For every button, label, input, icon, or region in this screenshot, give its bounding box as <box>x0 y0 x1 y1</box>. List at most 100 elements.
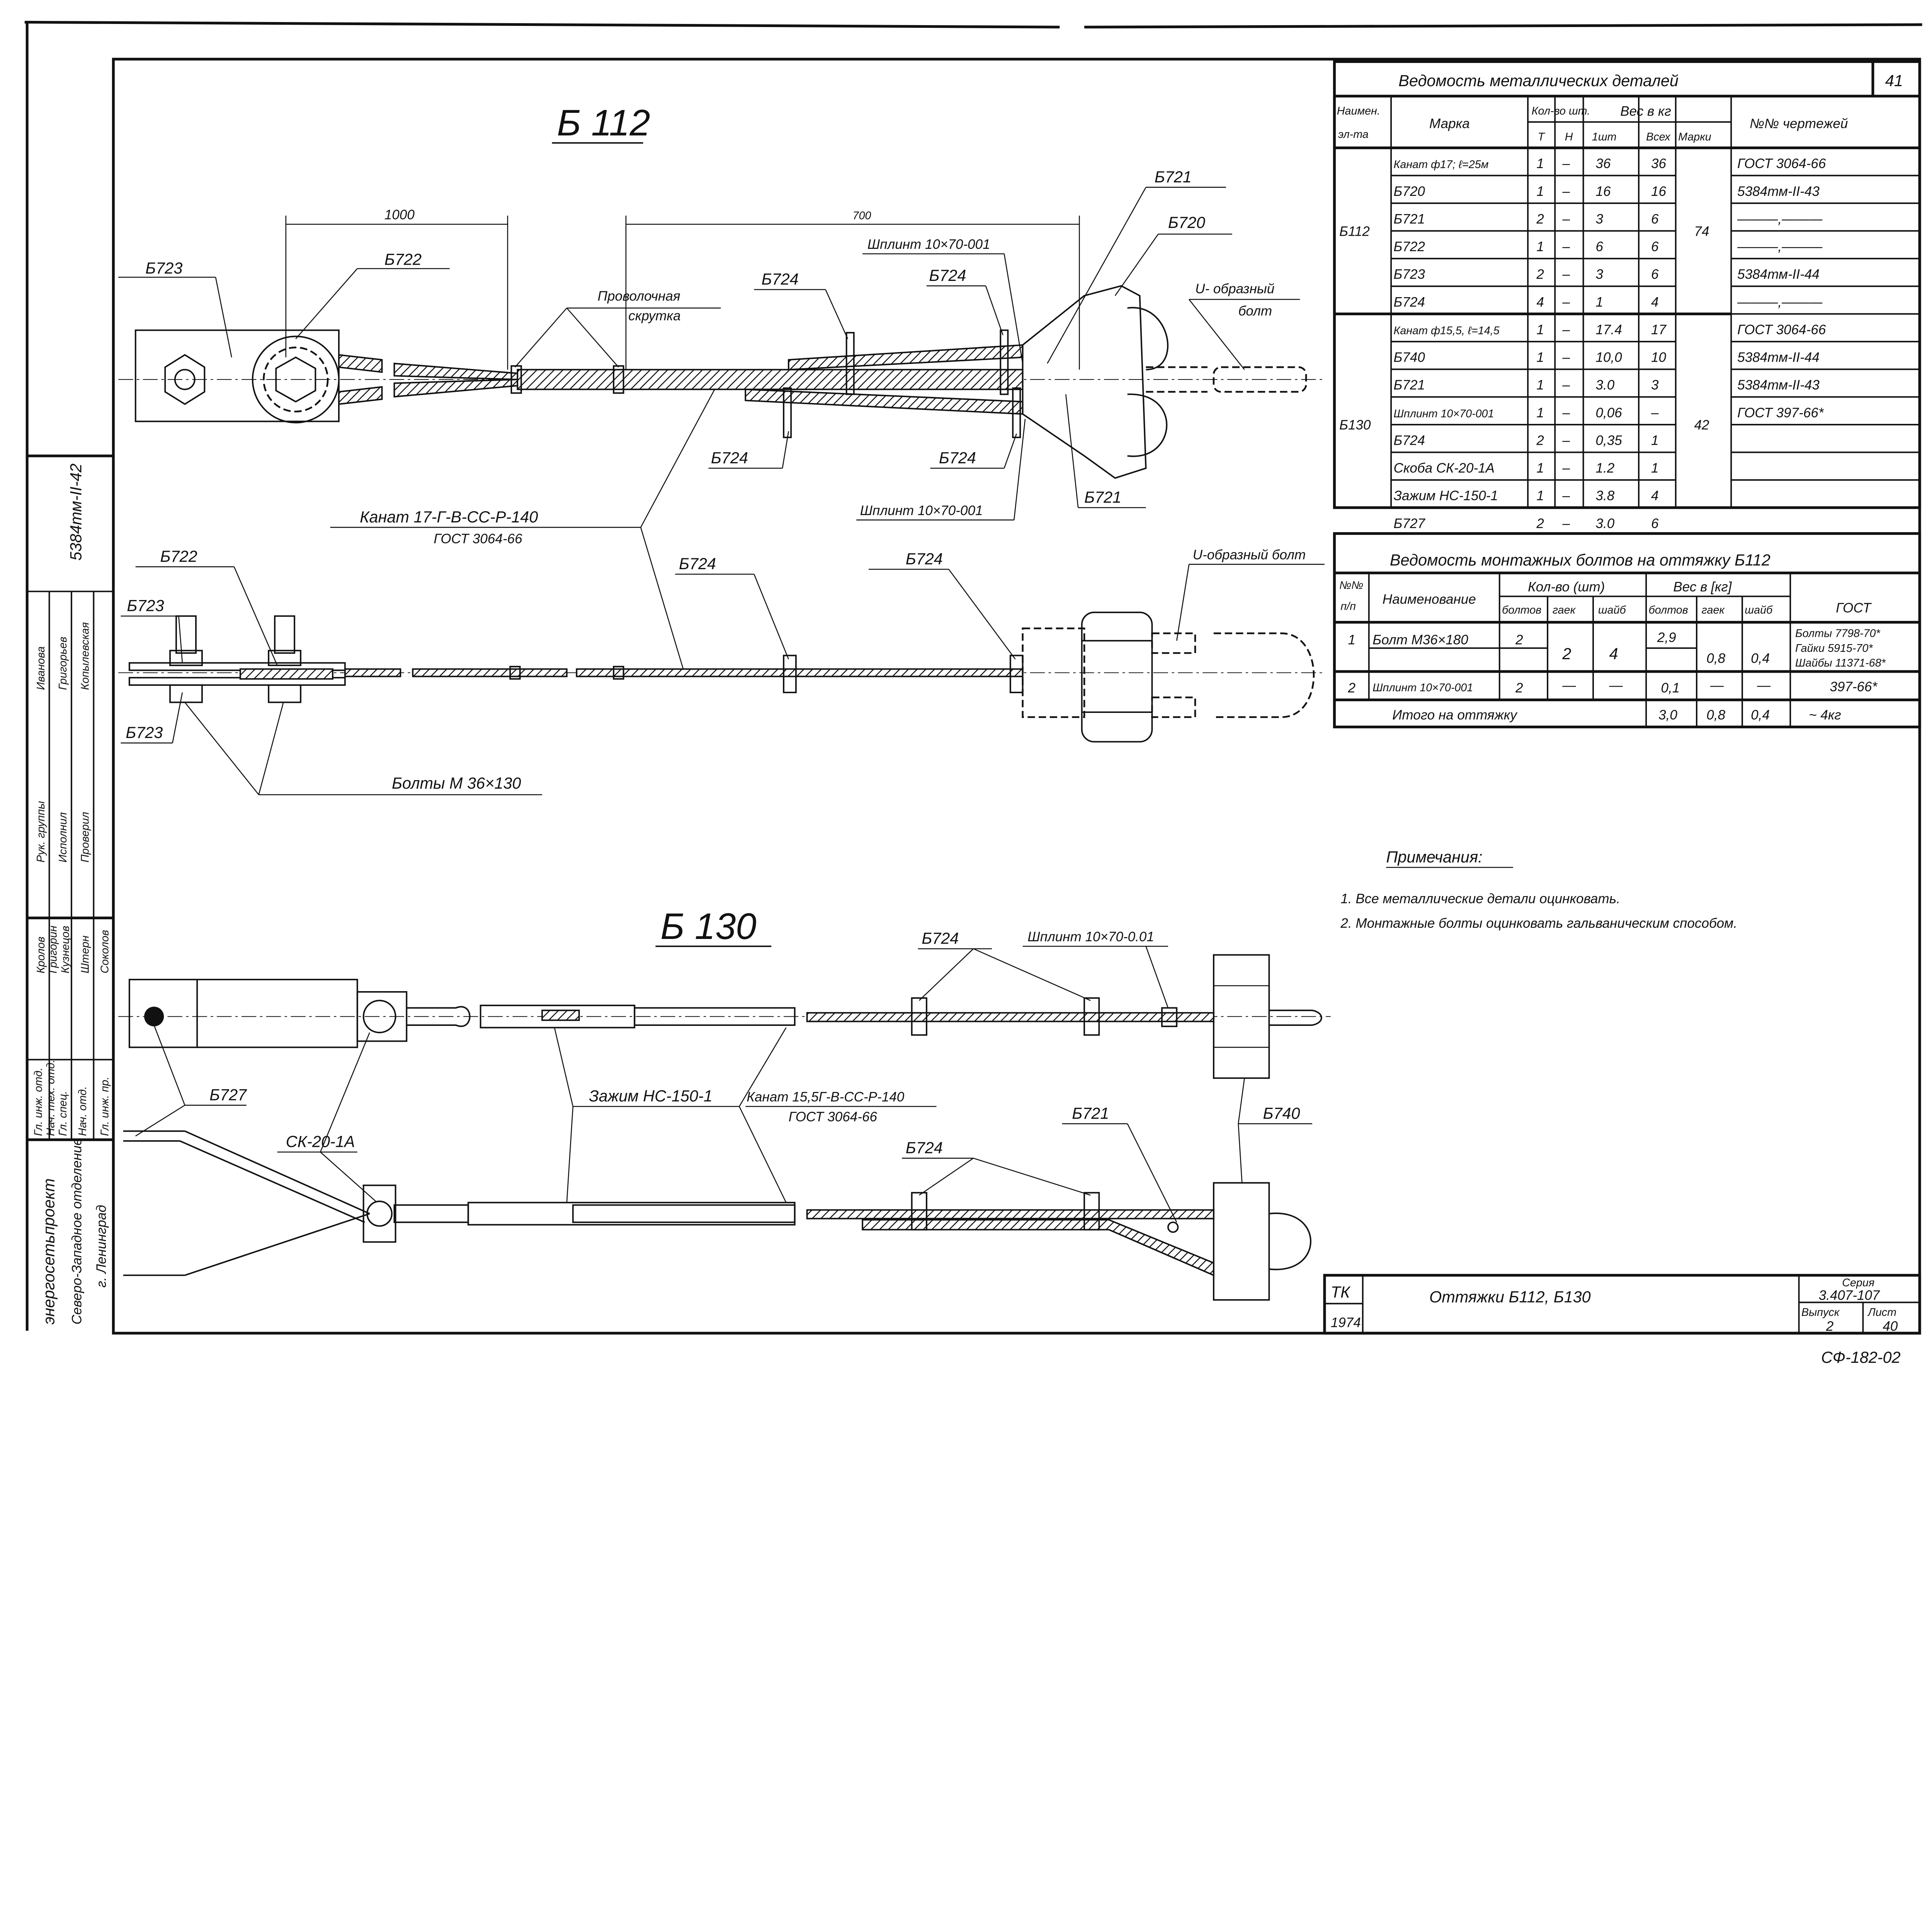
dimension-700: 700 <box>853 210 871 222</box>
cell-mark: Канат ф15,5, ℓ=14,5 <box>1394 325 1500 337</box>
stamp-name: Григорьев <box>57 637 69 690</box>
label-b724: Б724 <box>679 554 716 573</box>
clamp-b724 <box>1012 387 1021 438</box>
cell-qty-n: – <box>1562 322 1570 337</box>
cell-qty-bolts: 2 <box>1515 680 1523 696</box>
label-bolts: Болты М 36×130 <box>392 774 521 792</box>
header-weight: Вес в кг <box>1620 104 1671 119</box>
bolts-table: Ведомость монтажных болтов на оттяжку Б1… <box>1333 532 1921 728</box>
plate-b723 <box>134 329 340 422</box>
label-b723: Б723 <box>126 723 163 742</box>
series-label: Серия <box>1842 1277 1874 1289</box>
header-name: Наименование <box>1383 592 1476 607</box>
cell-weight-one: 3 <box>1595 267 1603 282</box>
sheet-label: Лист <box>1867 1306 1896 1319</box>
header-qty-bolts: болтов <box>1502 604 1541 616</box>
total-bolts: 3,0 <box>1658 707 1677 723</box>
label-b724: Б724 <box>906 549 943 568</box>
header-weight-all: Всех <box>1646 131 1671 143</box>
stamp-approvals-top: Рук. группы Исполнил Проверил Иванова Гр… <box>35 622 92 862</box>
stamp-name: Соколов <box>99 930 111 973</box>
label-cotter: Шплинт 10×70-001 <box>867 237 990 252</box>
clamp-b724 <box>845 332 855 395</box>
bolt-m36 <box>175 615 197 654</box>
label-b740: Б740 <box>1263 1104 1300 1122</box>
cell-mark: Б721 <box>1394 211 1425 226</box>
cell-qty-n: – <box>1562 184 1570 199</box>
cell-weight-one: 3 <box>1595 211 1603 226</box>
clamp-ns150 <box>467 1202 796 1226</box>
cell-weight-mark: 74 <box>1694 224 1709 239</box>
label-b722: Б722 <box>384 250 422 269</box>
cell-qty-n: – <box>1562 488 1570 503</box>
cell-qty-n: – <box>1562 461 1570 476</box>
label-b724: Б724 <box>762 270 799 288</box>
cell-mark: Б740 <box>1394 350 1425 365</box>
cell-qty-t: 1 <box>1536 239 1544 254</box>
cell-qty-n: – <box>1562 378 1570 393</box>
total-label: Итого на оттяжку <box>1392 707 1518 723</box>
header-qty: Кол-во (шт) <box>1528 580 1605 595</box>
cell-qty-bolts: 2 <box>1515 633 1523 648</box>
cell-weight-all: 10 <box>1651 350 1667 365</box>
cell-weight-one: 6 <box>1595 239 1603 254</box>
label-b720: Б720 <box>1168 213 1205 231</box>
cell-weight-one: 17.4 <box>1595 322 1622 337</box>
cell-qty-n: – <box>1562 405 1570 420</box>
cell-qty-t: 1 <box>1536 488 1544 503</box>
cell-drawing: ГОСТ 397-66* <box>1737 405 1824 420</box>
label-b721: Б721 <box>1155 168 1192 186</box>
cell-drawing: 5384тм-II-44 <box>1737 350 1820 365</box>
header-drawings: №№ чертежей <box>1750 116 1848 131</box>
cell-mark: Зажим НС-150-1 <box>1394 488 1498 503</box>
cell-qty-t: 1 <box>1536 184 1544 199</box>
cell-weight-mark: 42 <box>1694 418 1709 433</box>
pin-b727 <box>144 1007 164 1027</box>
cell-drawing: ГОСТ 3064-66 <box>1737 156 1826 171</box>
label-b724: Б724 <box>939 449 976 467</box>
cell-qty-t: 2 <box>1536 433 1544 448</box>
cell-weight-all: 6 <box>1651 516 1659 531</box>
header-qty-washers: шайб <box>1598 604 1626 616</box>
label-b724: Б724 <box>711 449 748 467</box>
b112-top-view: 1000 700 Б723 Б722 Проволочная скрутка Б… <box>118 168 1325 675</box>
label-u-bolt-2: болт <box>1238 303 1272 318</box>
cell-weight-one: 36 <box>1595 156 1611 171</box>
sheet-corner-number: 41 <box>1885 71 1903 90</box>
stamp-role: Гл. инж. пр. <box>99 1077 111 1136</box>
label-b723: Б723 <box>145 259 182 277</box>
issue-value: 2 <box>1826 1319 1834 1334</box>
header-gost: ГОСТ <box>1836 600 1872 616</box>
cell-drawing: ГОСТ 3064-66 <box>1737 322 1826 337</box>
header-weight: Вес в [кг] <box>1673 580 1732 595</box>
cell-weight-one: 16 <box>1595 184 1611 199</box>
cell-weight-all: 16 <box>1651 184 1667 199</box>
cell-mark: Б722 <box>1394 239 1425 254</box>
header-num: п/п <box>1340 600 1356 612</box>
header-qty-t: Т <box>1538 131 1546 143</box>
cell-qty-t: 2 <box>1536 267 1544 282</box>
cell-weight-one: 0,06 <box>1595 405 1622 420</box>
header-qty: Кол-во шт. <box>1532 105 1590 117</box>
label-rope: Канат 17-Г-В-СС-Р-140 <box>360 508 538 526</box>
label-shackle: СК-20-1А <box>286 1133 355 1151</box>
dimension-1000: 1000 <box>384 207 415 223</box>
label-rope: Канат 15,5Г-В-СС-Р-140 <box>747 1090 904 1105</box>
cell-gost: Гайки 5915-70* <box>1795 642 1873 655</box>
header-weight-mark: Марки <box>1678 131 1711 143</box>
cell-qty-t: 1 <box>1536 378 1544 393</box>
stamp-name: Кузнецов <box>60 926 72 973</box>
stamp-role: Нач. тех. отд. <box>44 1060 57 1136</box>
cell-qty-n: – <box>1562 516 1570 531</box>
total-washers: 0,4 <box>1751 707 1770 723</box>
stamp-name: Штерн <box>79 935 92 973</box>
thimble-b720 <box>1022 285 1147 479</box>
label-b723: Б723 <box>127 597 164 615</box>
table-title: Ведомость монтажных болтов на оттяжку Б1… <box>1390 551 1770 569</box>
label-b727: Б727 <box>209 1086 247 1104</box>
clamp-b724 <box>911 997 927 1036</box>
cell-weight-all: 4 <box>1651 488 1659 503</box>
